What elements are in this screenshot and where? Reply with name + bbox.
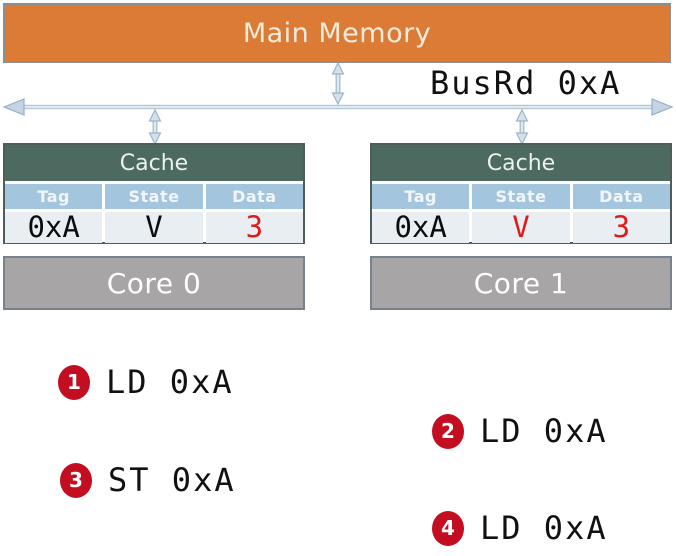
cache0-tag-value: 0xA (5, 212, 103, 243)
cache1-title: Cache (372, 145, 670, 181)
bus-cache0-arrow (148, 108, 162, 146)
cache1-col-tag: Tag (372, 184, 470, 209)
core1-label: Core 1 (473, 266, 569, 300)
cache1-col-data: Data (572, 184, 670, 209)
main-memory-box: Main Memory (3, 3, 671, 63)
step-3-badge: 3 (60, 462, 92, 498)
step-3: 3 ST 0xA (60, 461, 236, 499)
cache1-data-value: 3 (572, 212, 670, 243)
step-2-badge: 2 (432, 413, 464, 449)
bus-cache1-arrow (515, 108, 529, 146)
step-4-badge: 4 (432, 510, 464, 546)
core0-box: Core 0 (3, 256, 305, 310)
step-1-instruction: LD 0xA (106, 363, 234, 401)
main-memory-label: Main Memory (242, 17, 432, 49)
step-1-badge: 1 (58, 364, 90, 400)
cache0-table: Cache Tag State Data 0xA V 3 (3, 143, 305, 244)
cache0-col-tag: Tag (5, 184, 103, 209)
bus-transaction-label: BusRd 0xA (430, 64, 622, 102)
cache1-state-value: V (472, 212, 570, 243)
step-4: 4 LD 0xA (432, 509, 608, 547)
cache0-data-value: 3 (205, 212, 303, 243)
step-1: 1 LD 0xA (58, 363, 234, 401)
memory-bus-arrow (331, 61, 345, 106)
cache0-title: Cache (5, 145, 303, 181)
cache0-state-value: V (105, 212, 203, 243)
step-2-instruction: LD 0xA (480, 412, 608, 450)
step-2: 2 LD 0xA (432, 412, 608, 450)
cache1-col-state: State (472, 184, 570, 209)
step-4-instruction: LD 0xA (480, 509, 608, 547)
core0-label: Core 0 (106, 266, 202, 300)
core1-box: Core 1 (370, 256, 672, 310)
cache0-col-state: State (105, 184, 203, 209)
cache1-tag-value: 0xA (372, 212, 470, 243)
step-3-instruction: ST 0xA (108, 461, 236, 499)
cache0-col-data: Data (205, 184, 303, 209)
cache1-table: Cache Tag State Data 0xA V 3 (370, 143, 672, 244)
